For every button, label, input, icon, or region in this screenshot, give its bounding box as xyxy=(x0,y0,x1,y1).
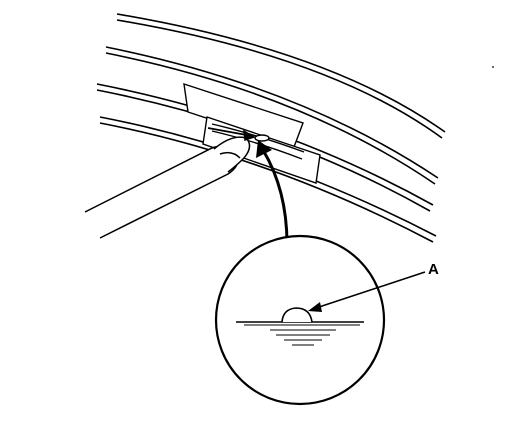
panel-line-2b xyxy=(105,52,436,185)
applicator-tool xyxy=(84,127,256,239)
applicator-edge xyxy=(219,151,241,159)
detail-leader xyxy=(256,140,289,245)
tool-pointer-head xyxy=(243,129,256,142)
cross-section xyxy=(236,307,364,346)
callout-a-leader xyxy=(315,271,426,309)
detail-view xyxy=(214,234,386,406)
callout-a-label: A xyxy=(428,261,439,278)
bead xyxy=(281,307,313,323)
applicator-shaft xyxy=(84,145,240,239)
detail-leader-line xyxy=(261,149,289,245)
panel-line-2a xyxy=(105,46,439,179)
repair-spot xyxy=(254,134,270,142)
stray-dot xyxy=(492,66,494,68)
callout-a-arrowhead xyxy=(308,302,322,312)
grid-line-repair xyxy=(211,123,305,160)
applicator-tip xyxy=(213,136,251,173)
panel-line-4b xyxy=(99,122,434,243)
grid-line-lower xyxy=(211,130,303,160)
callout-a: A xyxy=(308,261,439,312)
panel-line-1a xyxy=(116,13,446,133)
detail-leader-arrowhead xyxy=(256,140,272,158)
panel-line-1b xyxy=(116,19,443,139)
